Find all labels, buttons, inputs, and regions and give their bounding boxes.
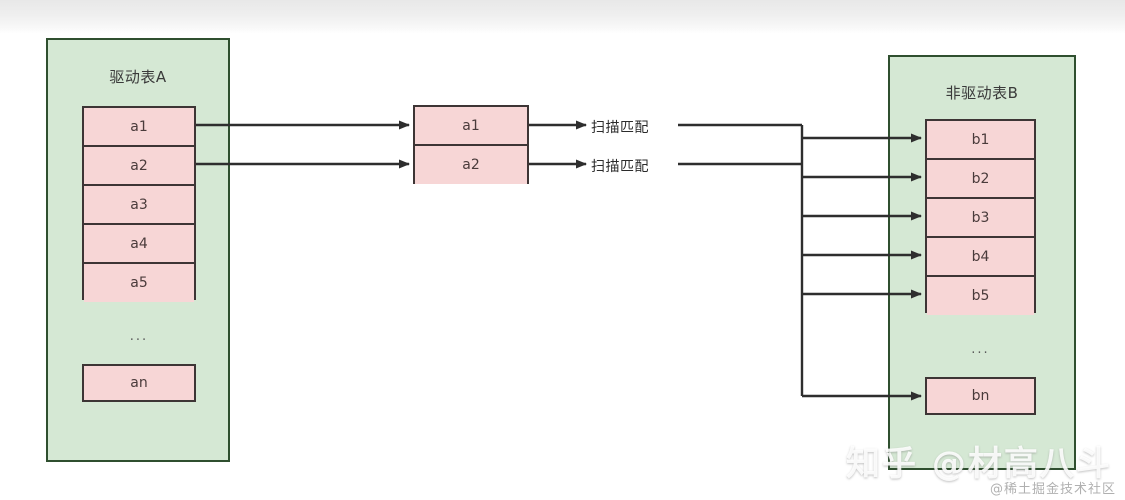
- driving-table-rows: a1 a2 a3 a4 a5: [82, 106, 196, 302]
- row-b5: b5: [927, 277, 1034, 315]
- scan-row-a1: a1: [415, 107, 527, 146]
- driven-table-ellipsis: ...: [971, 342, 990, 357]
- row-b2: b2: [927, 160, 1034, 199]
- page-bottom-band: [0, 472, 1125, 500]
- row-a3: a3: [84, 186, 194, 225]
- driving-table-ellipsis: ...: [129, 329, 149, 344]
- edge-label-scan-match-1: 扫描匹配: [591, 120, 649, 136]
- row-a2: a2: [84, 147, 194, 186]
- row-b1: b1: [927, 121, 1034, 160]
- row-a4: a4: [84, 225, 194, 264]
- row-b4: b4: [927, 238, 1034, 277]
- row-a1: a1: [84, 108, 194, 147]
- scan-block-rows: a1 a2: [413, 105, 529, 184]
- driving-table-title: 驱动表A: [109, 68, 167, 86]
- driven-table-rows: b1 b2 b3 b4 b5: [925, 119, 1036, 315]
- scan-row-a2: a2: [415, 146, 527, 184]
- watermark-sub: @稀土掘金技术社区: [990, 482, 1117, 497]
- page-top-band: [0, 0, 1125, 34]
- watermark-main: 知乎 @材高八斗: [846, 444, 1112, 484]
- row-a5: a5: [84, 264, 194, 302]
- driven-table-title: 非驱动表B: [945, 84, 1019, 102]
- row-bn: bn: [925, 377, 1036, 415]
- edge-label-scan-match-2: 扫描匹配: [591, 159, 649, 175]
- row-b3: b3: [927, 199, 1034, 238]
- row-an: an: [82, 364, 196, 402]
